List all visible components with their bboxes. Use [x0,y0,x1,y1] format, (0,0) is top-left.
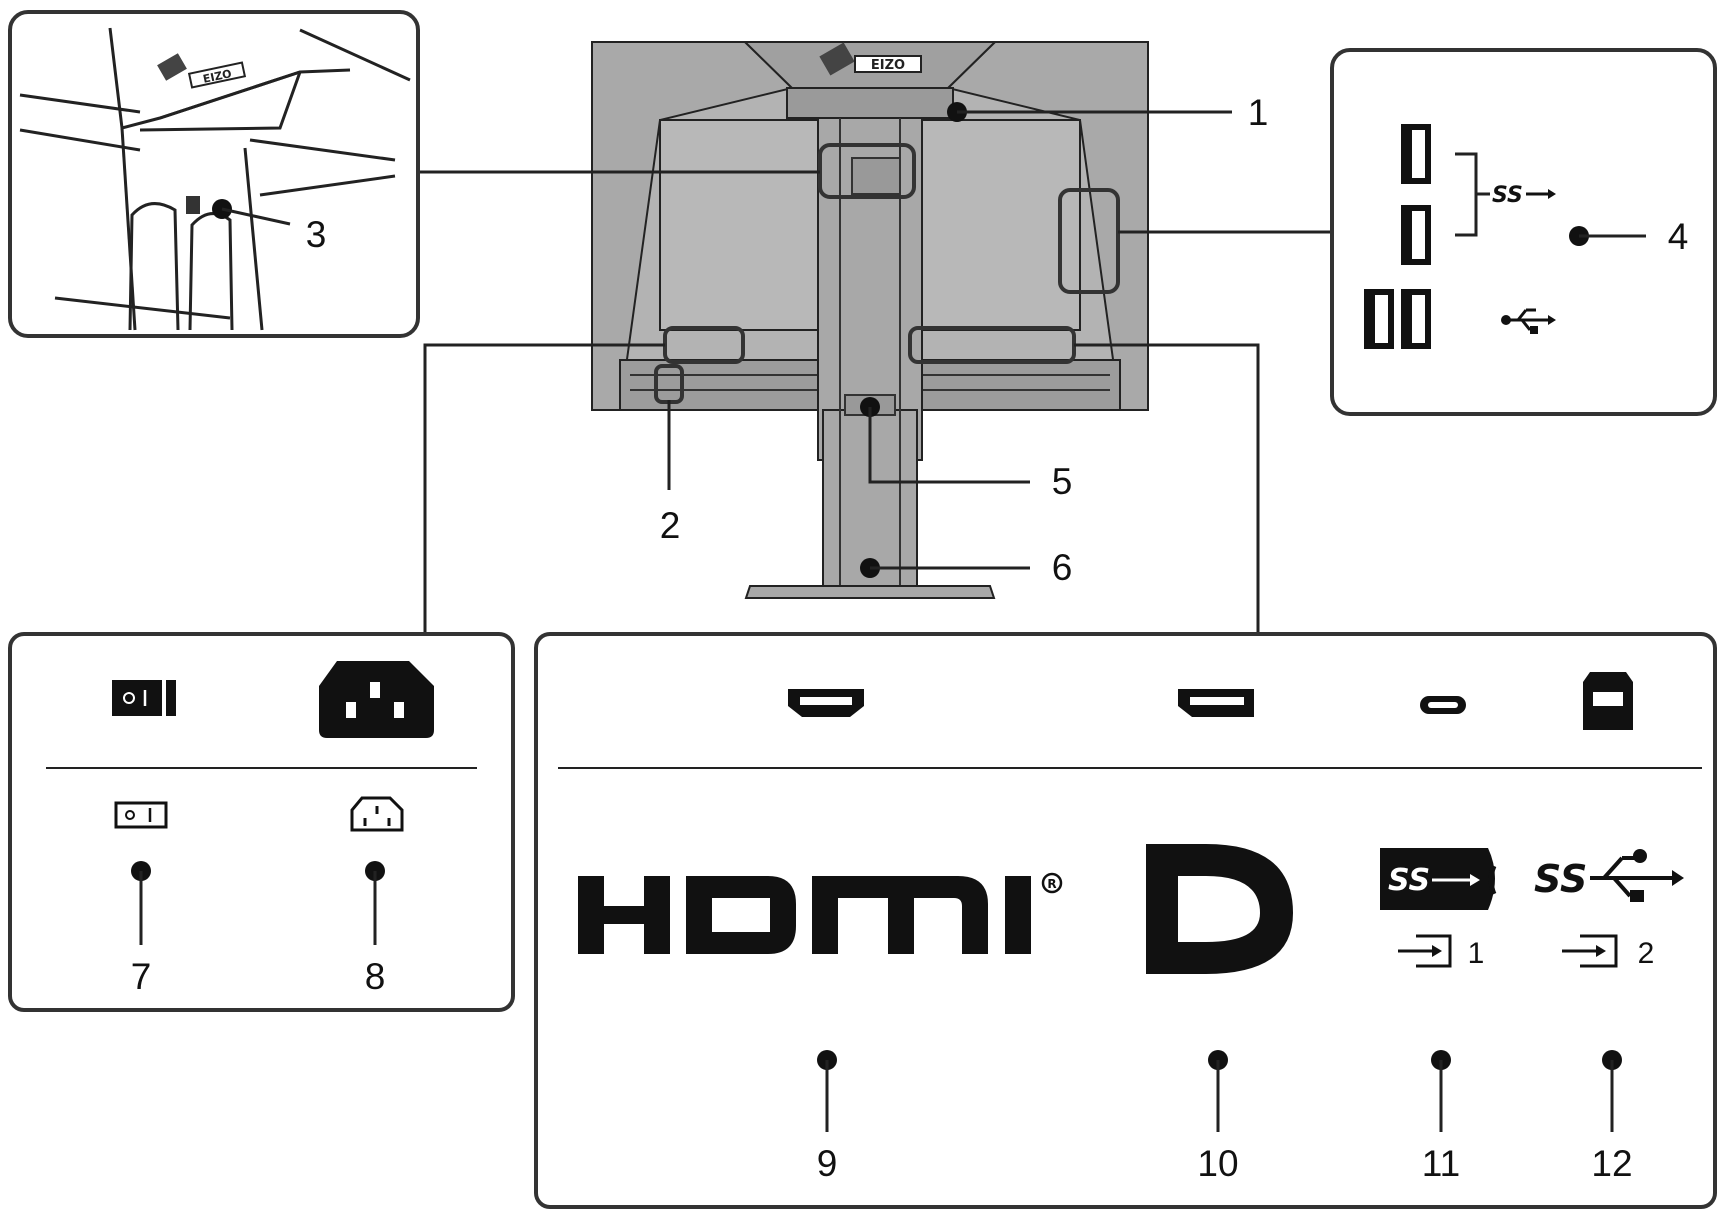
svg-text:6: 6 [1052,547,1073,588]
power-panel [8,632,515,1012]
svg-text:12: 12 [1591,1143,1632,1184]
callout-3: 3 [212,199,326,255]
callout-2: 2 [660,400,681,546]
usb-ss-port-top [1401,124,1431,184]
hdmi-logo: R [578,872,1063,954]
svg-text:9: 9 [817,1143,838,1184]
monitor-rear-view: EIZO [591,41,1149,599]
input-arrow-icon-2 [1562,934,1618,968]
usb-superspeed-icon: SS [1492,183,1556,208]
svg-text:8: 8 [365,956,386,997]
svg-text:11: 11 [1422,1143,1460,1184]
usb-ss-port-bottom [1401,205,1431,265]
input-ports-panel: R SS SS 1 [534,632,1717,1209]
svg-text:1: 1 [1248,92,1269,133]
callout-12: 12 [1591,1050,1633,1184]
svg-text:10: 10 [1197,1143,1238,1184]
eizo-logo: EIZO [819,42,922,76]
usb-c-input-number: 1 [1468,937,1485,970]
svg-text:SS: SS [1492,183,1523,208]
callout-4: 4 [1569,216,1688,257]
svg-text:R: R [1047,877,1056,891]
ac-inlet-port [319,661,434,738]
ac-inlet-icon [350,796,404,832]
callout-8: 8 [365,861,386,997]
power-switch-icon [114,801,168,829]
leader-to-power-panel [423,343,665,633]
displayport-port [1178,689,1254,717]
svg-text:4: 4 [1668,216,1689,257]
callout-6: 6 [860,547,1072,588]
highlight-usb-ports [1058,188,1120,294]
usb-c-port [1420,696,1466,714]
callout-11: 11 [1422,1050,1460,1184]
usb-a-input-number: 2 [1638,937,1655,970]
usb-icon [1501,308,1556,334]
svg-text:EIZO: EIZO [202,67,233,86]
input-arrow-icon-1 [1398,934,1452,968]
headphone-hanger-panel: EIZO [8,10,420,338]
usb-c-superspeed-logo: SS [1380,848,1497,910]
leader-to-input-panel [1074,343,1260,633]
svg-text:EIZO: EIZO [871,58,905,73]
usb-superspeed-logo: SS [1534,849,1684,902]
svg-text:2: 2 [660,505,681,546]
callout-7: 7 [131,861,152,997]
callout-9: 9 [817,1050,838,1184]
svg-text:3: 3 [306,214,327,255]
svg-text:5: 5 [1052,461,1073,502]
power-switch-port [112,680,176,716]
displayport-logo [1146,844,1293,974]
callout-10: 10 [1197,1050,1239,1184]
callout-1: 1 [947,92,1268,133]
svg-text:SS: SS [1534,857,1587,901]
hdmi-port [788,689,864,717]
svg-text:SS: SS [1388,863,1430,898]
usb-b-port [1583,672,1633,730]
usb-port-pair [1364,289,1431,349]
svg-text:7: 7 [131,956,152,997]
usb-ports-panel: SS [1330,48,1717,416]
callout-5: 5 [860,397,1072,502]
